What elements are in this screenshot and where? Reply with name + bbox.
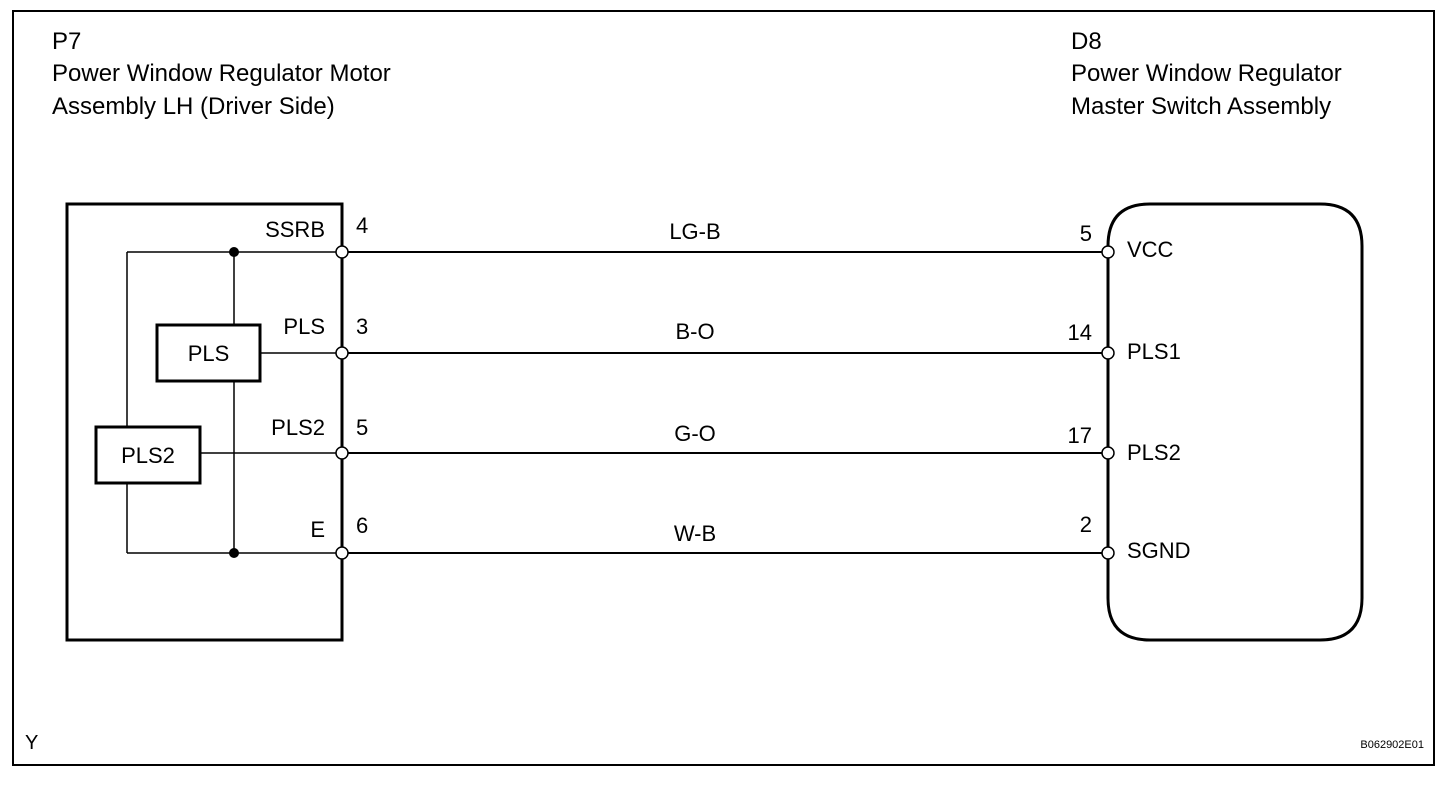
splice-dot-bottom [229,548,239,558]
left-signal-ssrb: SSRB [265,217,325,242]
right-terminal-2 [1101,546,1115,560]
wire-color-g-o: G-O [674,421,716,446]
corner-letter: Y [25,732,39,754]
right-terminal-5 [1101,245,1115,259]
left-terminal-6 [335,546,349,560]
left-signal-pls2: PLS2 [271,415,325,440]
right-signal-pls1: PLS1 [1127,339,1181,364]
right-terminal-17 [1101,446,1115,460]
right-connector-name-line2: Master Switch Assembly [1071,93,1332,120]
left-connector-code: P7 [52,28,82,55]
left-pin-4: 4 [356,213,369,238]
left-terminal-5 [335,446,349,460]
pls-sensor-box [155,323,262,383]
right-signal-sgnd: SGND [1127,538,1191,563]
left-connector-name-line1: Power Window Regulator Motor [52,60,391,87]
pls2-sensor-box [94,425,202,485]
left-pin-5: 5 [356,415,369,440]
right-component-box [1106,202,1364,642]
right-pin-14: 14 [1067,320,1092,345]
pls-sensor-label: PLS [187,341,230,366]
left-pin-3: 3 [356,314,369,339]
wire-color-w-b: W-B [673,521,717,546]
right-pin-2: 2 [1079,512,1092,537]
left-terminal-4 [335,245,349,259]
splice-dot-top [229,247,239,257]
right-connector-name-line1: Power Window Regulator [1071,60,1342,87]
wire-color-b-o: B-O [675,319,715,344]
wire-color-lg-b: LG-B [669,219,721,244]
left-signal-pls: PLS [283,314,325,339]
left-signal-e: E [310,517,325,542]
diagram-frame [12,10,1435,766]
pls2-sensor-label: PLS2 [121,443,175,468]
right-signal-vcc: VCC [1127,237,1174,262]
right-terminal-14 [1101,346,1115,360]
right-pin-5: 5 [1079,221,1092,246]
right-connector-code: D8 [1071,28,1102,55]
right-pin-17: 17 [1067,423,1092,448]
left-pin-6: 6 [356,513,369,538]
left-terminal-3 [335,346,349,360]
left-connector-name-line2: Assembly LH (Driver Side) [52,93,335,120]
figure-id: B062902E01 [1360,739,1424,751]
left-component-box [65,202,344,642]
right-signal-pls2: PLS2 [1127,440,1181,465]
